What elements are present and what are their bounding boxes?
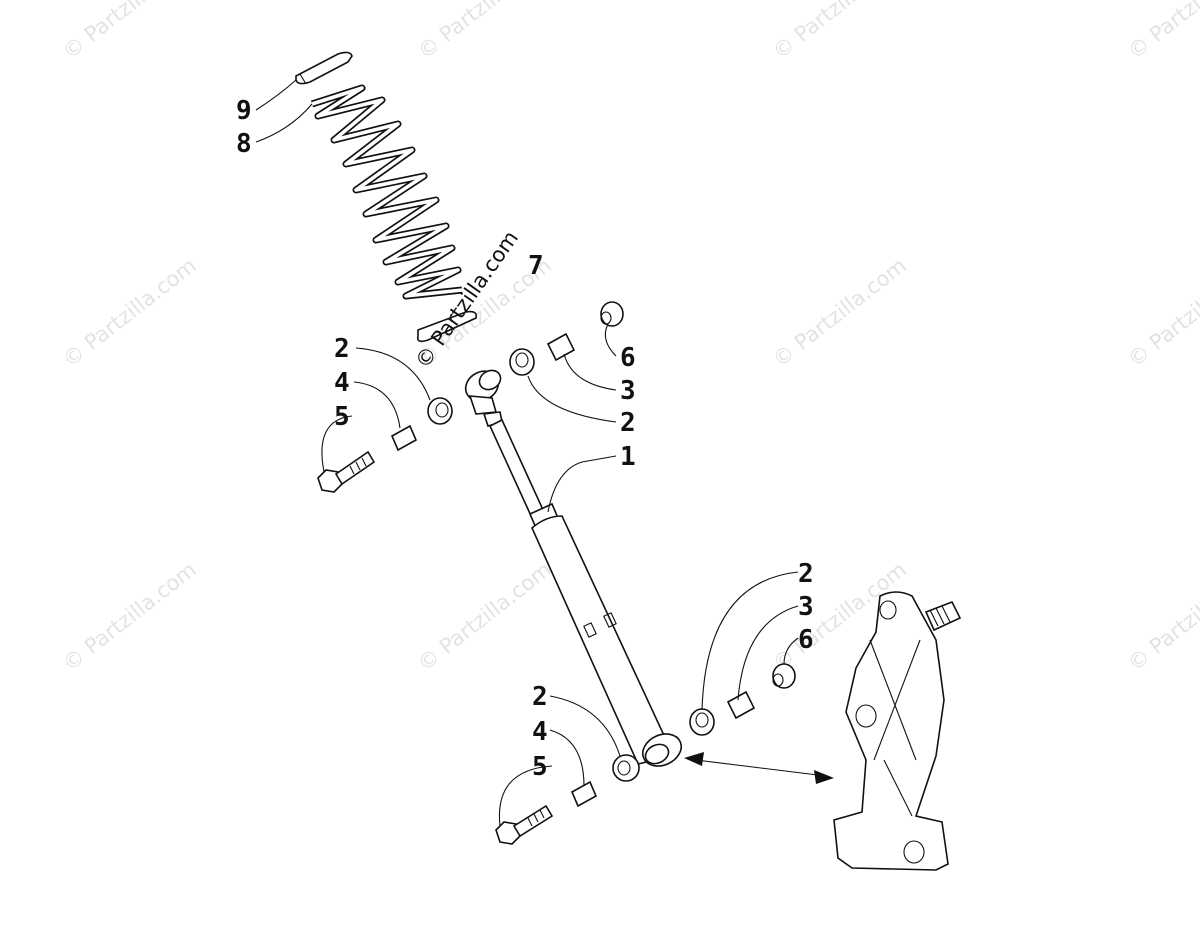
watermark: © Partzilla.com: [413, 0, 555, 64]
lower-right-nut: [772, 663, 796, 689]
lower-right-bushing: [689, 708, 715, 736]
mounting-arrow: [684, 752, 834, 784]
callout-3: 3: [620, 376, 636, 406]
lower-left-bushing: [612, 754, 640, 782]
shock-absorber: [464, 369, 683, 767]
callout-4: 4: [334, 368, 350, 398]
watermark: © Partzilla.com: [58, 0, 200, 64]
upper-left-bolt: [317, 450, 376, 493]
callout-4: 4: [532, 717, 548, 747]
spring-retainer: [295, 51, 353, 85]
watermark: © Partzilla.com: [768, 253, 910, 372]
callout-9: 9: [236, 96, 252, 126]
callout-2: 2: [798, 559, 814, 589]
callout-2: 2: [620, 408, 636, 438]
callout-5: 5: [334, 402, 350, 432]
watermark: © Partzilla.com: [58, 557, 200, 676]
callout-7: 7: [528, 251, 544, 281]
callout-5: 5: [532, 752, 548, 782]
upper-left-sleeve: [390, 424, 418, 452]
upper-right-sleeve: [546, 332, 576, 362]
upper-right-nut: [600, 301, 624, 327]
callout-2: 2: [532, 682, 548, 712]
steering-knuckle: [833, 591, 962, 871]
watermark: © Partzilla.com: [1123, 0, 1200, 64]
lower-right-sleeve: [726, 690, 756, 720]
callout-6: 6: [798, 625, 814, 655]
upper-left-bushing: [427, 397, 453, 425]
callout-labels: 9 8 7 2 4 5 6 3 2 1 2 3 6 2 4 5: [236, 96, 814, 782]
callout-2: 2: [334, 334, 350, 364]
watermark: © Partzilla.com: [1123, 253, 1200, 372]
callout-6: 6: [620, 343, 636, 373]
watermark-layer: © Partzilla.com © Partzilla.com © Partzi…: [58, 0, 1200, 676]
leader-lines: [255, 79, 799, 827]
callout-3: 3: [798, 592, 814, 622]
callout-1: 1: [620, 442, 636, 472]
watermark: © Partzilla.com: [768, 0, 910, 64]
watermark: © Partzilla.com: [58, 253, 200, 372]
lower-left-bolt: [495, 804, 554, 845]
upper-right-bushing: [509, 348, 535, 376]
watermark: © Partzilla.com: [1123, 557, 1200, 676]
spring-seat: [416, 310, 478, 343]
callout-8: 8: [236, 129, 252, 159]
watermark: © Partzilla.com: [413, 557, 555, 676]
coil-spring: [310, 84, 463, 300]
